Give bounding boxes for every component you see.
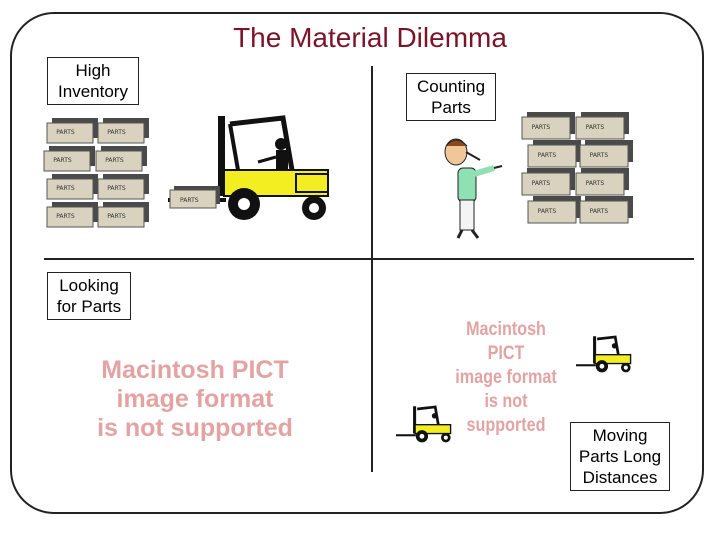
parts-box-icon: PARTS	[575, 112, 629, 140]
parts-box-icon: PARTS	[43, 146, 95, 172]
parts-box-label: PARTS	[107, 213, 126, 220]
person-pointing-icon	[444, 138, 503, 239]
horizontal-divider	[44, 258, 694, 260]
parts-box-label: PARTS	[538, 152, 557, 159]
parts-box-label: PARTS	[538, 208, 557, 215]
parts-box-label: PARTS	[53, 157, 72, 164]
parts-box-label: PARTS	[586, 180, 605, 187]
parts-box-label: PARTS	[56, 213, 75, 220]
parts-box-label: PARTS	[590, 152, 609, 159]
parts-box-icon: PARTS	[579, 196, 633, 224]
parts-box-icon: PARTS	[527, 140, 581, 168]
label-looking-for-parts: Looking for Parts	[47, 272, 131, 320]
parts-box-label: PARTS	[56, 185, 75, 192]
label-counting-parts: Counting Parts	[406, 73, 496, 121]
parts-box-label: PARTS	[107, 129, 126, 136]
forklift-icon	[576, 335, 632, 373]
parts-box-icon: PARTS	[97, 118, 149, 144]
label-moving-parts: Moving Parts Long Distances	[570, 422, 670, 491]
parts-box-icon: PARTS	[97, 174, 149, 200]
parts-box-icon: PARTS	[521, 168, 575, 196]
parts-box-label: PARTS	[590, 208, 609, 215]
slide-frame	[10, 12, 704, 514]
slide-title: The Material Dilemma	[233, 22, 507, 53]
parts-box-icon: PARTS	[95, 146, 147, 172]
parts-box-icon: PARTS	[575, 168, 629, 196]
parts-box-label: PARTS	[105, 157, 124, 164]
parts-box-icon: PARTS	[46, 174, 98, 200]
parts-box-icon: PARTS	[527, 196, 581, 224]
forklift-icon	[168, 115, 329, 220]
parts-box-label: PARTS	[532, 180, 551, 187]
parts-box-icon: PARTS	[521, 112, 575, 140]
parts-box-icon: PARTS	[579, 140, 633, 168]
parts-box-label: PARTS	[107, 185, 126, 192]
parts-box-label: PARTS	[532, 124, 551, 131]
parts-box-label: PARTS	[56, 129, 75, 136]
parts-box-icon: PARTS	[97, 202, 149, 228]
parts-box-icon: PARTS	[46, 202, 98, 228]
parts-box-label: PARTS	[180, 197, 199, 204]
parts-box-icon: PARTS	[46, 118, 98, 144]
vertical-divider	[371, 66, 373, 472]
parts-box-label: PARTS	[586, 124, 605, 131]
pict-placeholder-left: Macintosh PICT image format is not suppo…	[97, 356, 293, 442]
pict-placeholder-right: Macintosh PICT image format is not suppo…	[455, 319, 557, 436]
parts-box-icon: PARTS	[169, 186, 220, 209]
forklift-icon	[396, 405, 452, 443]
label-high-inventory: High Inventory	[47, 57, 139, 105]
